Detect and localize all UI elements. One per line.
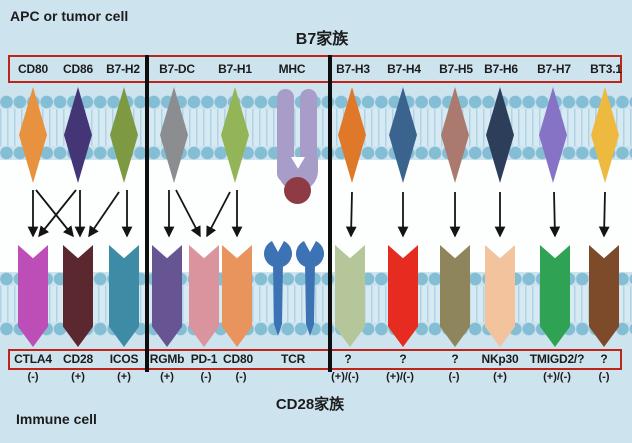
ligand-label-b7-h7: B7-H7 <box>537 62 571 76</box>
ligand-label-b7-h2: B7-H2 <box>106 62 140 76</box>
tcr-molecule <box>256 236 330 340</box>
signal-sign-unknown-1: (+)/(-) <box>331 371 359 383</box>
ligand-label-b7-h1: B7-H1 <box>218 62 252 76</box>
immune-cell-title: Immune cell <box>16 411 97 427</box>
receptor-pd-1-shape <box>189 245 219 347</box>
mhc-peptide-ball <box>284 177 311 204</box>
receptor-label-tcr: TCR <box>280 352 306 366</box>
signal-sign-unknown-3: (-) <box>448 371 460 383</box>
signal-sign-cd80: (-) <box>235 371 247 383</box>
receptor-label-unknown-3: ? <box>451 352 459 366</box>
receptor-unknown-4-shape <box>589 245 619 347</box>
ligand-label-b7-h4: B7-H4 <box>387 62 421 76</box>
ligand-label-cd80: CD80 <box>18 62 48 76</box>
receptor-rgmb-shape <box>152 245 182 347</box>
signal-sign-nkp30: (+) <box>493 371 507 383</box>
ligand-label-cd86: CD86 <box>63 62 93 76</box>
mhc-groove <box>291 157 305 169</box>
receptor-tmigd2-shape <box>540 245 570 347</box>
receptor-label-unknown-1: ? <box>344 352 352 366</box>
receptor-icos-shape <box>109 245 139 347</box>
ligand-label-bt3-1: BT3.1 <box>590 62 622 76</box>
section-divider-left <box>145 55 149 372</box>
receptor-unknown-1-shape <box>335 245 365 347</box>
mhc-molecule <box>277 89 319 209</box>
receptor-label-unknown-4: ? <box>600 352 608 366</box>
section-divider-right <box>328 55 332 372</box>
receptor-label-tmigd2: TMIGD2/? <box>529 352 585 366</box>
receptor-label-ctla4: CTLA4 <box>14 352 52 366</box>
ligand-label-mhc: MHC <box>278 62 306 76</box>
b7-family-title: B7家族 <box>295 31 349 48</box>
signal-sign-unknown-2: (+)/(-) <box>386 371 414 383</box>
receptor-unknown-2-shape <box>388 245 418 347</box>
receptor-ctla4-shape <box>18 245 48 347</box>
signal-sign-pd-1: (-) <box>200 371 212 383</box>
ligand-label-b7-h5: B7-H5 <box>439 62 473 76</box>
receptor-label-pd-1: PD-1 <box>190 352 218 366</box>
ligand-label-b7-h3: B7-H3 <box>336 62 370 76</box>
lipid-tail-zone <box>0 286 632 322</box>
receptor-cd80-shape <box>222 245 252 347</box>
receptor-label-nkp30: NKp30 <box>481 352 519 366</box>
signal-sign-cd28: (+) <box>71 371 85 383</box>
signal-sign-ctla4: (-) <box>27 371 39 383</box>
receptor-cd28-shape <box>63 245 93 347</box>
signal-sign-icos: (+) <box>117 371 131 383</box>
ligand-label-b7-h6: B7-H6 <box>484 62 518 76</box>
signal-sign-tmigd2: (+)/(-) <box>543 371 571 383</box>
tcr-shape <box>264 241 324 336</box>
receptor-label-rgmb: RGMb <box>149 352 185 366</box>
cd28-family-label-box <box>8 349 622 370</box>
interaction-arrows <box>27 189 610 238</box>
ligand-label-b7-dc: B7-DC <box>159 62 195 76</box>
apc-cell-title: APC or tumor cell <box>10 8 129 24</box>
receptor-nkp30-shape <box>485 245 515 347</box>
signal-sign-rgmb: (+) <box>160 371 174 383</box>
cd28-family-title: CD28家族 <box>275 396 345 413</box>
receptor-label-icos: ICOS <box>109 352 139 366</box>
receptor-label-cd28: CD28 <box>63 352 93 366</box>
receptor-unknown-3-shape <box>440 245 470 347</box>
signal-sign-unknown-4: (-) <box>598 371 610 383</box>
receptor-label-cd80: CD80 <box>223 352 253 366</box>
b7-family-label-box <box>8 55 622 83</box>
receptor-label-unknown-2: ? <box>399 352 407 366</box>
